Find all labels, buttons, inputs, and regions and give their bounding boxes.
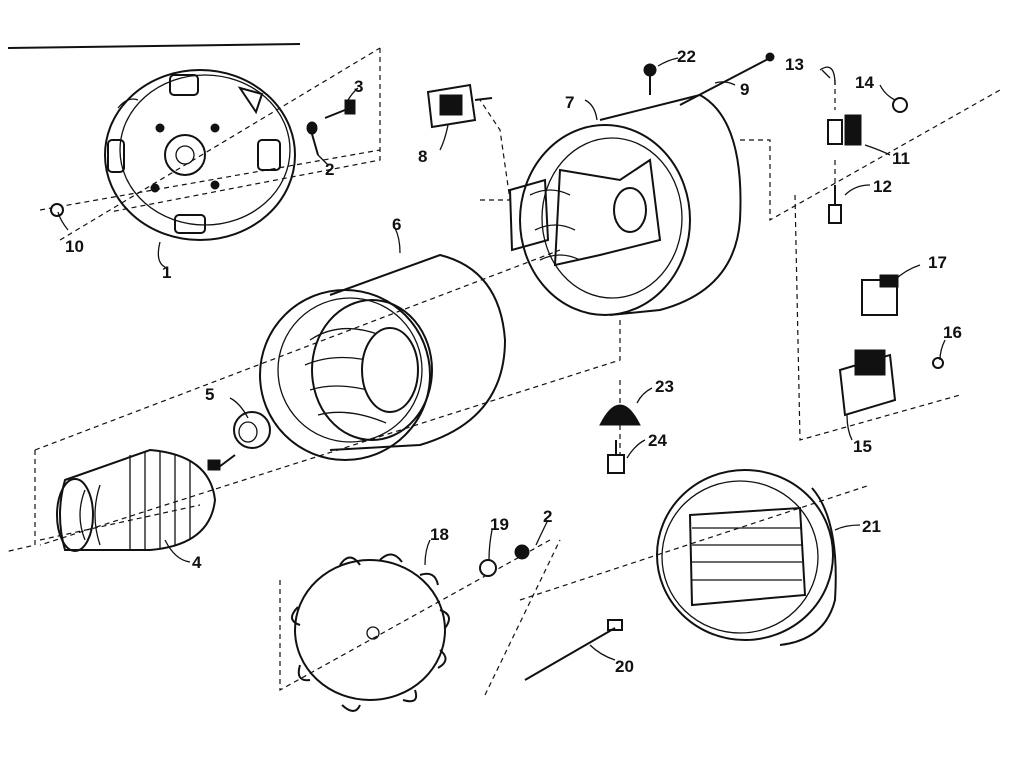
part-14-nut — [892, 97, 908, 113]
callout-11: 11 — [892, 149, 910, 168]
part-13-wire — [819, 66, 836, 86]
part-20-bolt — [524, 619, 623, 681]
callout-15: 15 — [853, 437, 872, 456]
part-15-relay-bracket — [838, 349, 897, 417]
callout-6: 6 — [392, 215, 401, 234]
callout-3: 3 — [354, 77, 363, 96]
part-2-nut-bottom — [514, 544, 530, 560]
part-24-bolt — [607, 440, 625, 474]
part-16-screw — [932, 357, 944, 369]
callout-21: 21 — [862, 517, 881, 536]
callout-14: 14 — [855, 73, 874, 92]
callout-10: 10 — [65, 237, 84, 256]
part-21-grille — [656, 469, 837, 646]
callout-24: 24 — [648, 431, 667, 450]
part-12-connector — [828, 185, 842, 224]
callout-20: 20 — [615, 657, 634, 676]
part-6-field-housing — [259, 253, 507, 461]
callout-16: 16 — [943, 323, 962, 342]
part-7-blower-housing — [508, 93, 742, 316]
part-19-washer — [479, 559, 497, 577]
part-8-switch-bracket — [426, 83, 493, 129]
callout-labels: 1 2 3 4 5 6 7 8 9 10 11 12 13 14 15 16 1… — [65, 47, 962, 676]
part-3-screw — [324, 99, 356, 119]
callout-7: 7 — [565, 93, 574, 112]
callout-12: 12 — [873, 177, 892, 196]
callout-5: 5 — [205, 385, 214, 404]
callout-23: 23 — [655, 377, 674, 396]
part-18-fan — [291, 553, 450, 712]
callout-17: 17 — [928, 253, 947, 272]
callout-9: 9 — [740, 80, 749, 99]
callout-1: 1 — [162, 263, 171, 282]
callout-22: 22 — [677, 47, 696, 66]
callout-4: 4 — [192, 553, 202, 572]
part-4-armature — [56, 448, 236, 552]
callout-8: 8 — [418, 147, 427, 166]
callout-18: 18 — [430, 525, 449, 544]
callout-13: 13 — [785, 55, 804, 74]
part-1-end-bell — [104, 69, 296, 241]
callout-2-top: 2 — [325, 160, 334, 179]
callout-2-bottom: 2 — [543, 507, 552, 526]
part-5-bearing — [233, 411, 271, 449]
part-11-capacitor-clip — [827, 114, 862, 146]
callout-19: 19 — [490, 515, 509, 534]
part-22-screw — [643, 63, 657, 95]
part-23-cone — [599, 404, 641, 426]
part-10-nut — [50, 203, 64, 217]
part-17-relay-cover — [861, 274, 899, 316]
leader-lines — [57, 57, 946, 661]
part-2-washer-top — [306, 121, 319, 156]
